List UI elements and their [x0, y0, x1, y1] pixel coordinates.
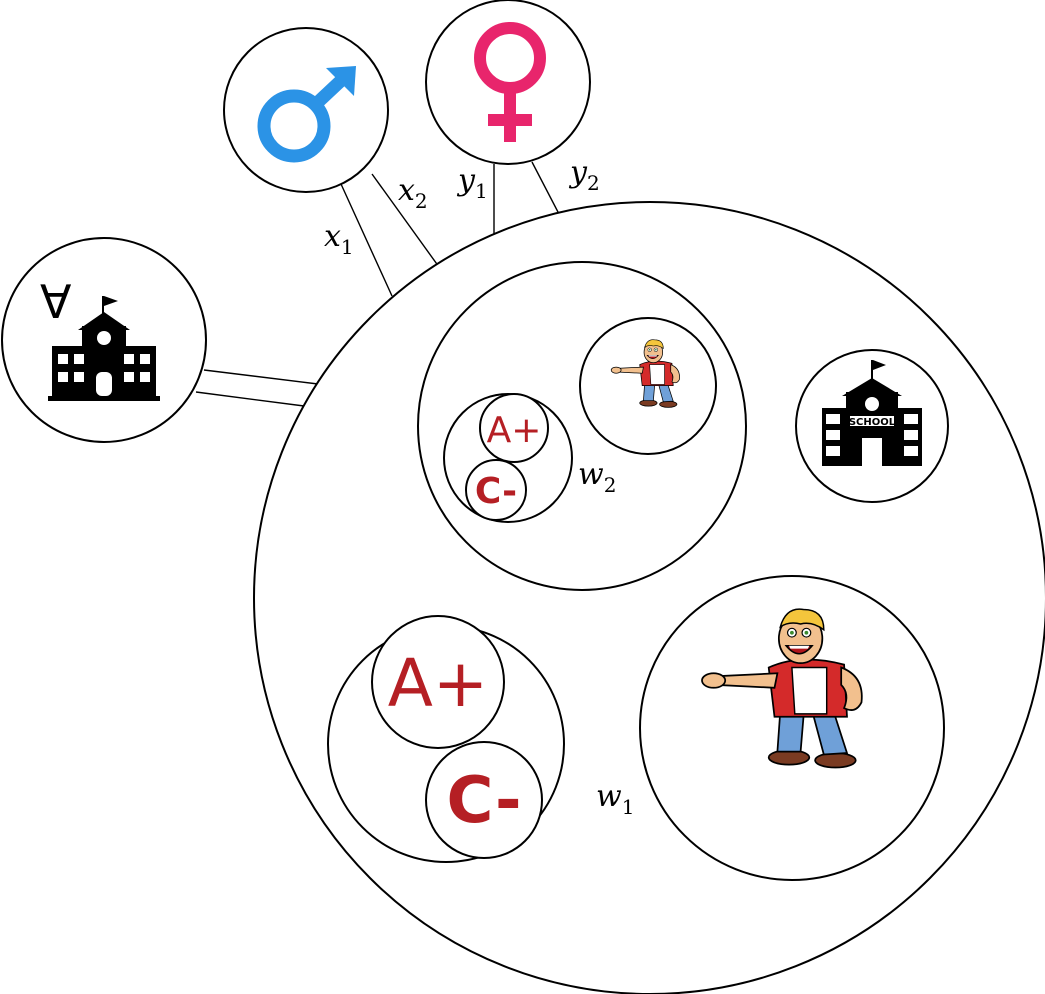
small-grades-node: A+ C-: [443, 393, 573, 523]
edge-university-a: [203, 369, 319, 385]
label-y2: y2: [568, 155, 600, 195]
university-node: ∀: [1, 237, 207, 443]
label-x2: x2: [398, 173, 428, 213]
small-grade-high: A+: [487, 410, 542, 451]
school-sign: SCHOOL: [849, 417, 896, 428]
male-symbol-icon: [257, 66, 356, 163]
large-grade-high-circle: [371, 615, 505, 749]
label-w1: w1: [596, 779, 634, 819]
label-x1: x1: [324, 219, 354, 259]
label-w2: w2: [578, 457, 616, 497]
edge-university-b: [195, 391, 305, 407]
label-y1: y1: [456, 163, 488, 203]
female-symbol-icon: [474, 22, 546, 142]
school-building-icon: [822, 360, 922, 466]
large-grade-high: A+: [388, 645, 488, 722]
small-grade-low: C-: [475, 471, 517, 512]
male-node: [223, 27, 389, 193]
large-grades-node: A+ C-: [327, 615, 565, 863]
large-grade-low: C-: [447, 764, 522, 838]
edge-x1: [340, 183, 393, 297]
small-grade-high-circle: [479, 393, 549, 463]
forall-symbol: ∀: [40, 275, 72, 329]
female-node: [425, 0, 591, 165]
small-student-node: [579, 317, 717, 455]
school-node: SCHOOL: [795, 349, 949, 503]
small-grade-low-circle: [465, 459, 527, 521]
university-forall-icon: [48, 296, 160, 401]
large-grade-low-circle: [425, 741, 543, 859]
large-student-node: [639, 575, 945, 881]
